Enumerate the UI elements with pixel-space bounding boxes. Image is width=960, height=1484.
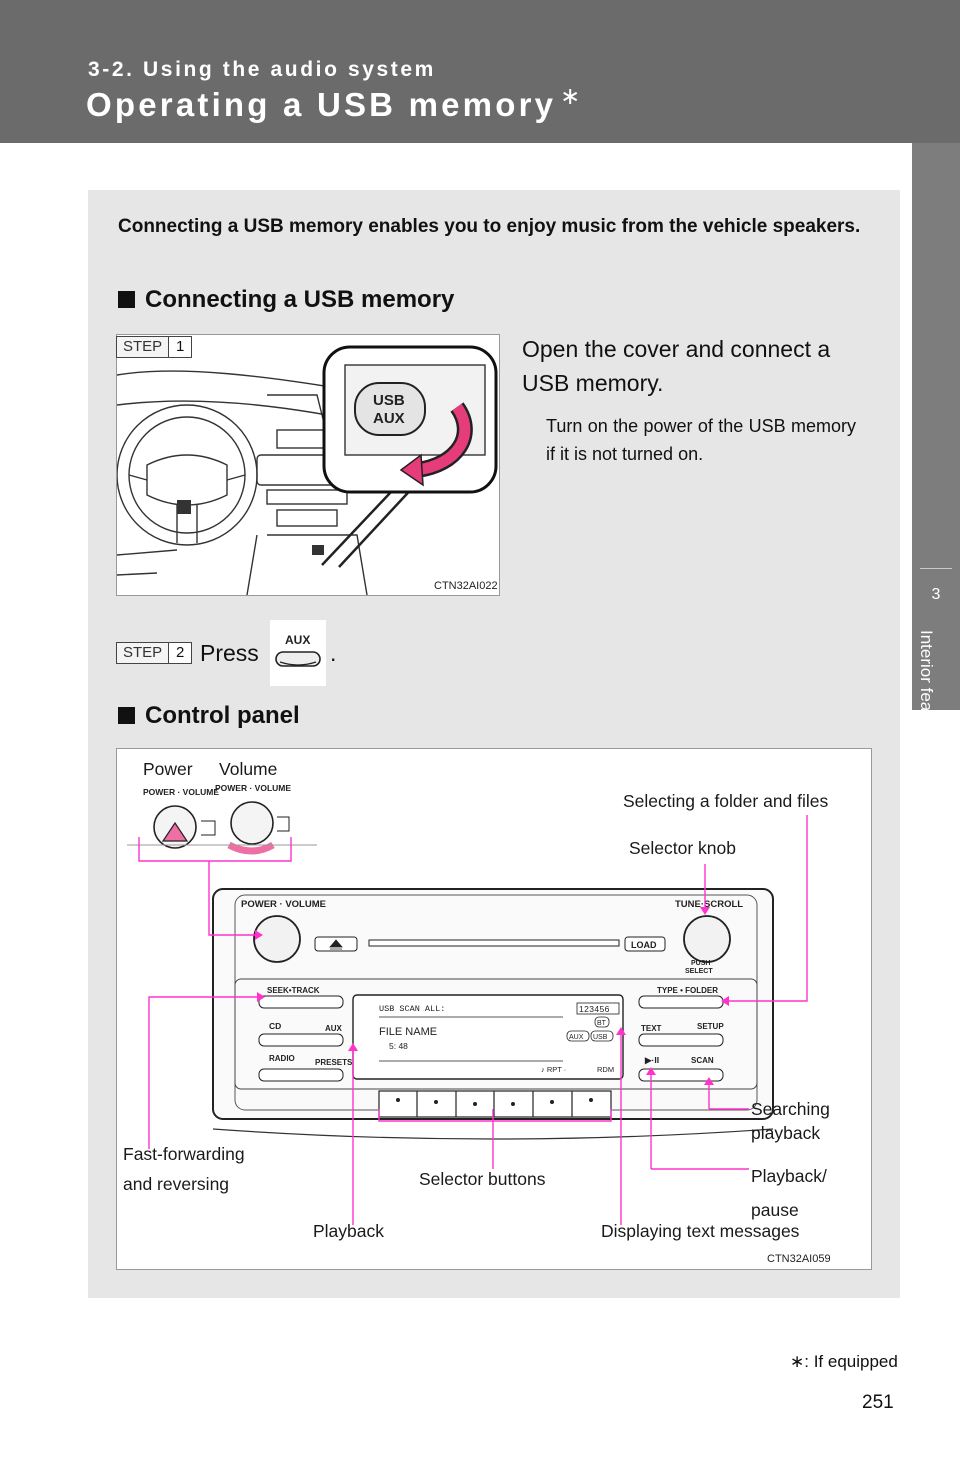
callout-searching: Searching playback	[751, 1097, 830, 1145]
page-number: 251	[862, 1392, 894, 1413]
section-heading: 3-2. Using the audio system	[88, 58, 436, 81]
callout-searching-line2: playback	[751, 1123, 821, 1143]
type-folder-button[interactable]	[638, 995, 724, 1009]
callout-arrowheads	[255, 907, 729, 1085]
seek-track-button[interactable]	[258, 995, 344, 1009]
play-scan-button[interactable]	[638, 1068, 724, 1082]
callout-lines	[138, 815, 808, 1225]
push-arrow-icon	[161, 821, 189, 842]
select-label: SELECT	[685, 968, 713, 975]
figure1-code: CTN32AI022	[434, 580, 498, 592]
heading-control-panel: Control panel	[118, 702, 300, 730]
presets-label: PRESETS	[315, 1058, 353, 1067]
heading-connecting: Connecting a USB memory	[118, 286, 454, 314]
aux-port-label: AUX	[373, 410, 405, 427]
play-pause-label: ▶·II	[644, 1055, 659, 1065]
dashboard-illustration: USB AUX	[116, 345, 498, 596]
callout-play-pause-line1: Playback/	[751, 1166, 827, 1186]
usb-port-label: USB	[373, 392, 405, 409]
aux-label: AUX	[325, 1024, 343, 1033]
step2-period: .	[330, 640, 337, 666]
step2-badge: STEP 2	[116, 642, 193, 664]
small-volume-label: POWER · VOLUME	[215, 783, 291, 793]
step1-number: 1	[168, 337, 192, 357]
step1-text: Open the cover and connect a USB memory.	[522, 336, 831, 396]
figure-connect-usb: USB AUX	[116, 334, 500, 596]
figure2-code: CTN32AI059	[767, 1253, 831, 1265]
page-title: Operating a USB memory∗	[86, 83, 584, 124]
heading-square-icon-2	[118, 707, 135, 724]
control-panel-illustration: POWER · VOLUME POWER · VOLUME POWER · VO…	[127, 783, 808, 1225]
callout-play-pause-line2: pause	[751, 1200, 799, 1220]
callout-fast-line1: Fast-forwarding	[123, 1144, 245, 1164]
side-tab-divider	[920, 568, 952, 569]
step2-press: Press	[200, 640, 259, 666]
title-text: Operating a USB memory	[86, 86, 557, 123]
title-mark: ∗	[560, 83, 584, 110]
display-time: 5: 48	[389, 1041, 408, 1051]
display-preset-numbers: 123456	[576, 1002, 620, 1015]
step2-number: 2	[168, 643, 192, 663]
side-tab-label: Interior features	[917, 630, 936, 750]
display-rpt: ♪ RPT ·	[541, 1065, 566, 1074]
callout-selector-knob: Selector knob	[629, 838, 737, 858]
load-button[interactable]	[624, 936, 666, 952]
power-volume-knob[interactable]	[253, 915, 301, 963]
text-setup-button[interactable]	[638, 1033, 724, 1047]
seek-track-label: SEEK•TRACK	[267, 986, 320, 995]
preset-buttons[interactable]	[378, 1090, 612, 1118]
small-volume-knob	[230, 801, 274, 845]
callout-fast-forward: Fast-forwarding and reversing	[123, 1139, 245, 1199]
side-tab-number: 3	[931, 586, 941, 603]
heading-connecting-text: Connecting a USB memory	[145, 286, 455, 313]
callout-power: Power	[143, 759, 193, 779]
tune-scroll-label: TUNE·SCROLL	[675, 899, 743, 910]
push-label: PUSH	[691, 960, 710, 967]
heading-square-icon	[118, 291, 135, 308]
text-label: TEXT	[641, 1024, 662, 1033]
display-usb: USB	[593, 1034, 608, 1041]
intro-paragraph: Connecting a USB memory enables you to e…	[118, 216, 861, 237]
footnote: ∗: If equipped	[790, 1352, 898, 1371]
display-preset-text: 123456	[579, 1004, 610, 1014]
step1-subtext: Turn on the power of the USB memory if i…	[546, 416, 856, 464]
display-rdm: RDM	[597, 1065, 614, 1074]
power-volume-label: POWER · VOLUME	[241, 899, 326, 910]
callout-fast-line2: and reversing	[123, 1174, 230, 1194]
side-tab-marker	[912, 143, 960, 710]
callout-play-pause: Playback/pause	[751, 1159, 827, 1227]
page-header	[0, 0, 960, 143]
step1-badge: STEP 1	[116, 336, 193, 358]
display-status-line: USB SCAN ALL:	[379, 1004, 445, 1014]
display-bt: BT	[597, 1020, 607, 1027]
aux-button-icon: AUX	[270, 620, 326, 686]
radio-presets-button[interactable]	[258, 1068, 344, 1082]
load-label: LOAD	[631, 940, 657, 950]
callout-selecting-folder: Selecting a folder and files	[623, 791, 829, 811]
step2-text: Press	[200, 640, 259, 667]
tune-scroll-knob[interactable]	[683, 915, 731, 963]
display-file-name: FILE NAME	[379, 1026, 437, 1038]
radio-label: RADIO	[269, 1054, 295, 1063]
aux-button-label: AUX	[285, 633, 310, 647]
callout-volume: Volume	[219, 759, 278, 779]
scan-label: SCAN	[691, 1056, 714, 1065]
cd-aux-button[interactable]	[258, 1033, 344, 1047]
step1-word: STEP	[123, 338, 163, 355]
callout-selector-buttons: Selector buttons	[419, 1169, 546, 1189]
setup-label: SETUP	[697, 1022, 724, 1031]
small-power-label: POWER · VOLUME	[143, 787, 219, 797]
callout-playback: Playback	[313, 1221, 385, 1241]
display-aux: AUX	[569, 1034, 584, 1041]
callout-searching-line1: Searching	[751, 1099, 830, 1119]
type-folder-label: TYPE • FOLDER	[657, 986, 718, 995]
cd-label: CD	[269, 1021, 281, 1031]
heading-control-panel-text: Control panel	[145, 702, 300, 729]
step2-word: STEP	[123, 644, 163, 661]
audio-display	[352, 994, 624, 1080]
rotate-arrow-icon	[227, 841, 275, 855]
figure-control-panel: POWER · VOLUME POWER · VOLUME POWER · VO…	[116, 748, 872, 1270]
callout-displaying-text: Displaying text messages	[601, 1221, 800, 1241]
